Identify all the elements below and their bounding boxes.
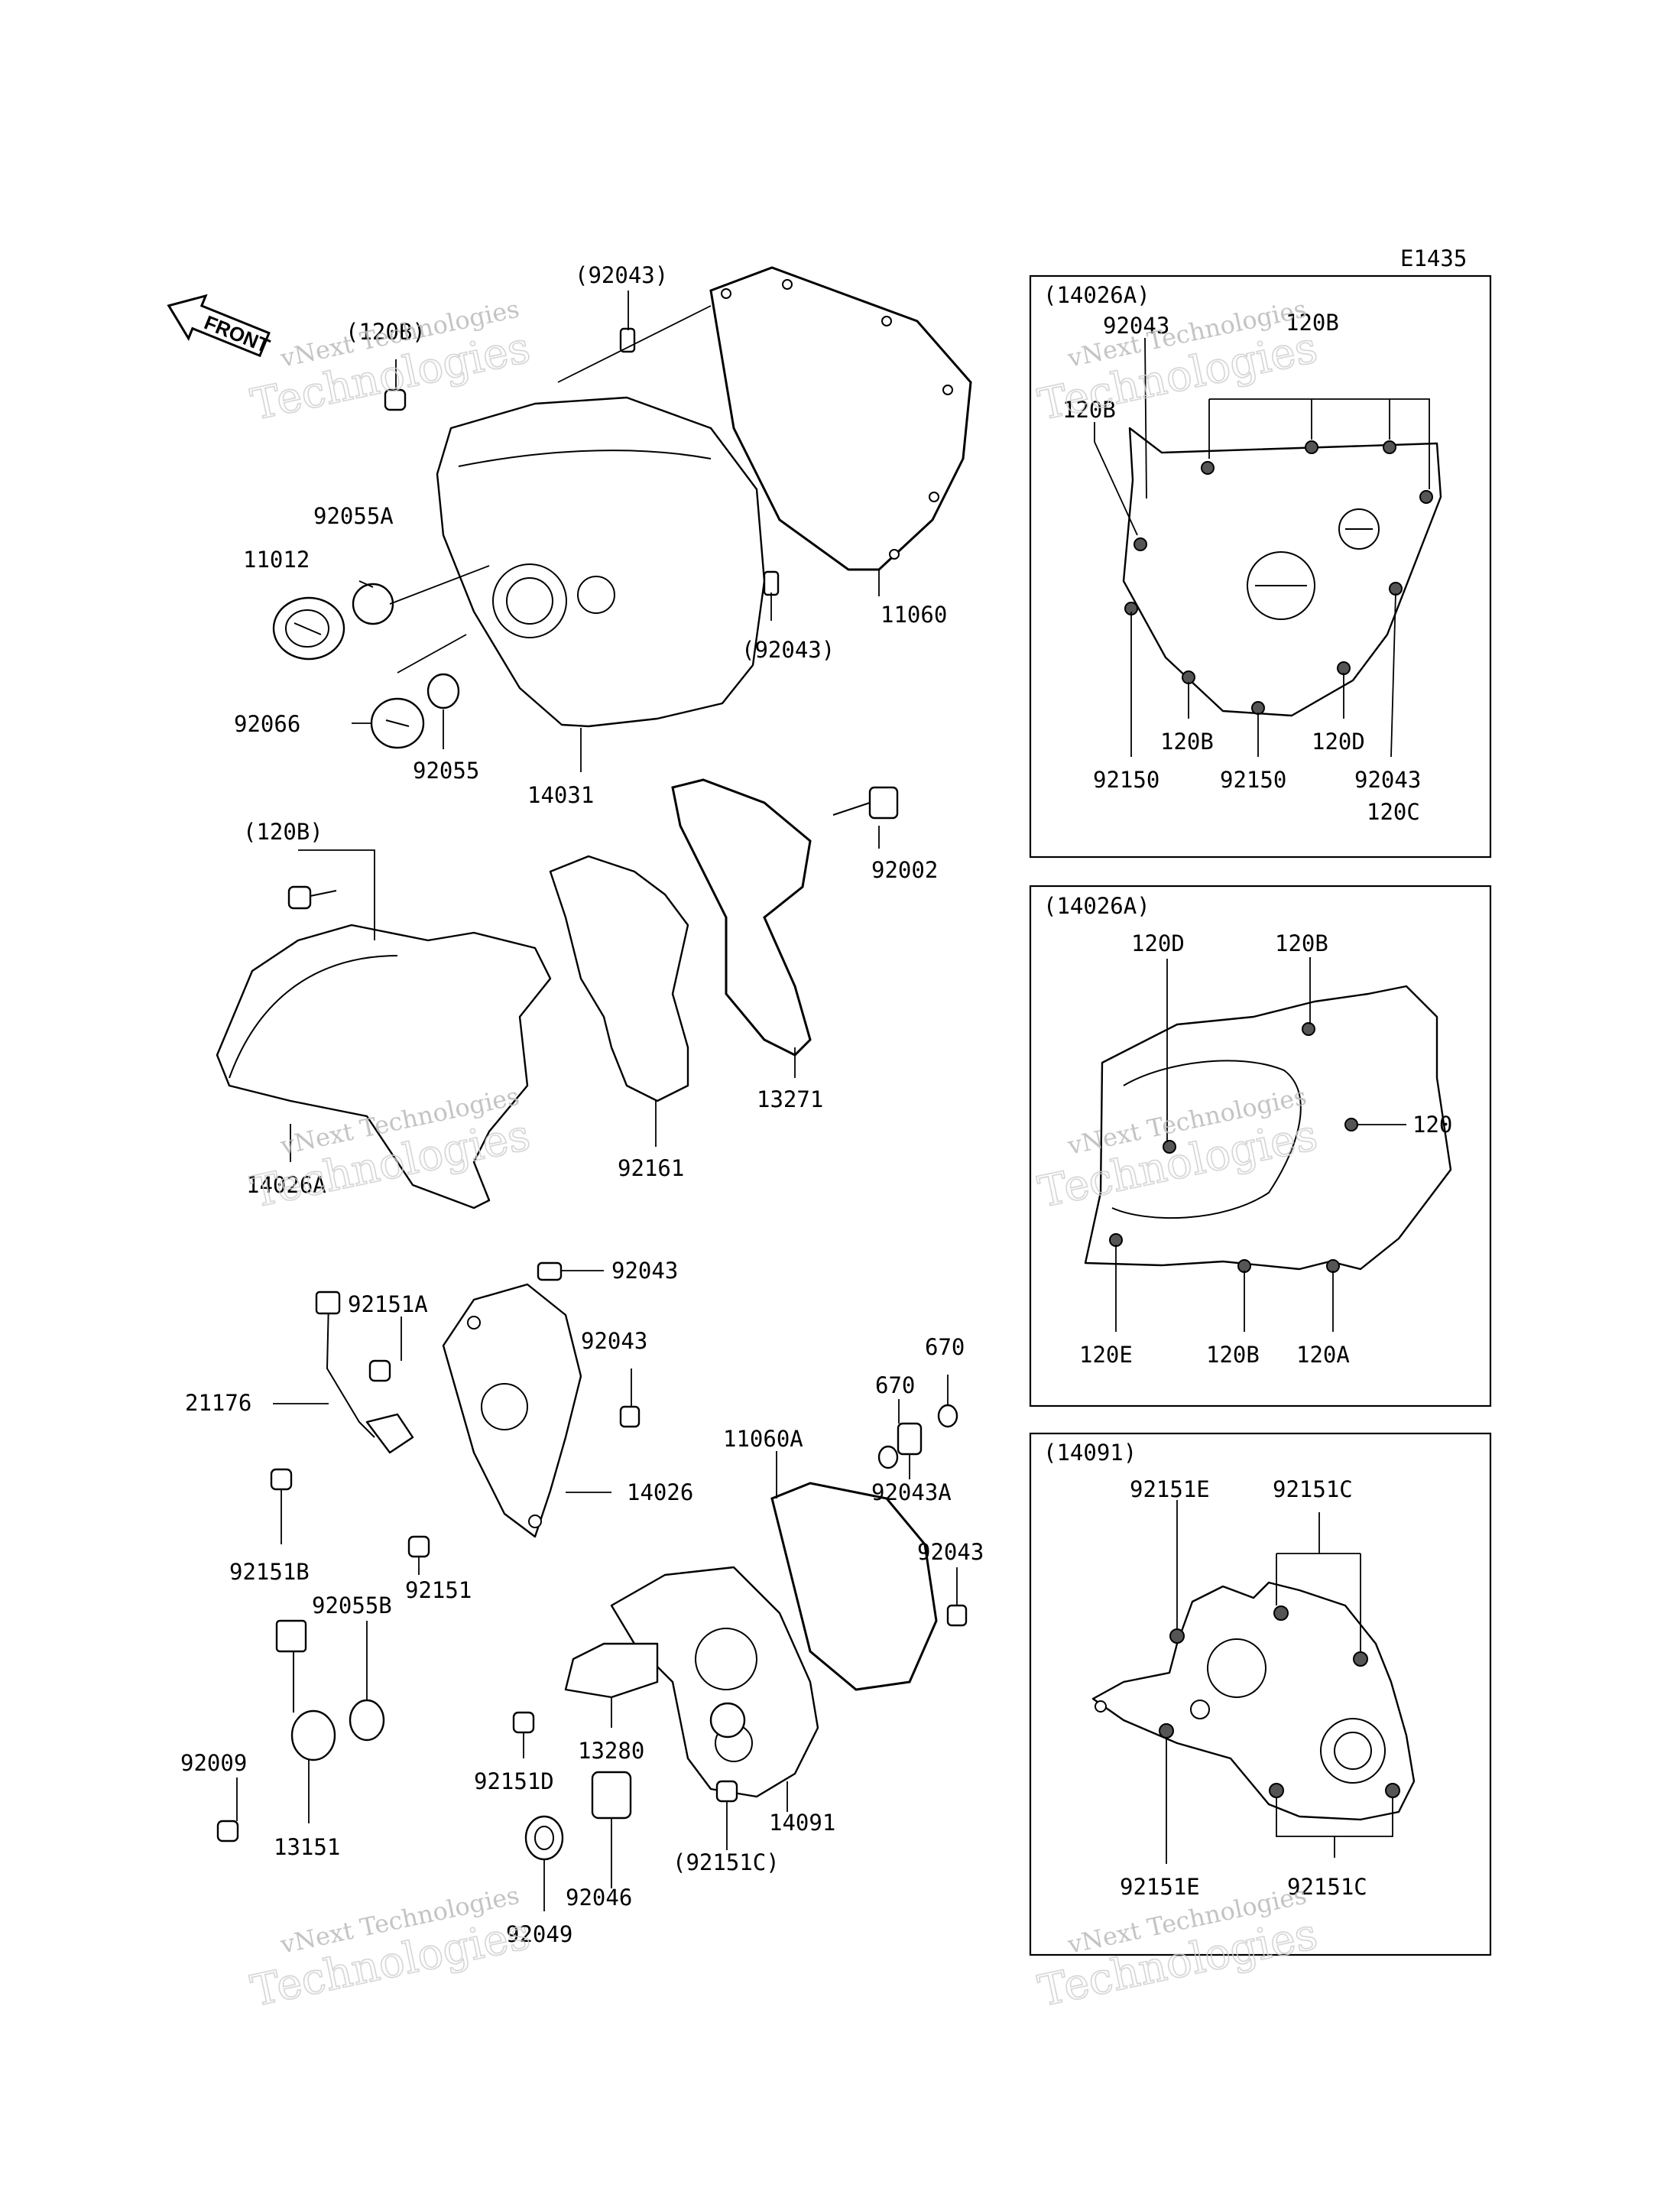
label: 670 — [875, 1372, 915, 1398]
gasket-11060a — [770, 1482, 938, 1691]
label: 92161 — [618, 1155, 684, 1181]
seal-housing-ring — [709, 1702, 746, 1739]
housing-detail-bottom — [1091, 1581, 1416, 1821]
panel-top-leaders — [1094, 337, 1430, 758]
label: 92151D — [474, 1768, 554, 1794]
sprocket-cover-detail-top — [1122, 427, 1442, 717]
plug-92066 — [370, 697, 425, 749]
bolt-120b-top — [384, 388, 407, 411]
panel-middle-leaders — [1115, 957, 1406, 1332]
label: 92151E — [1130, 1476, 1210, 1502]
cover-group-leaders — [352, 291, 880, 772]
label: 21176 — [185, 1390, 251, 1416]
label: 120D — [1131, 930, 1185, 956]
sprocket-group-leaders — [290, 826, 880, 1162]
panel-bottom-leaders — [1166, 1500, 1393, 1864]
label: 11012 — [243, 547, 310, 573]
label: 14026A — [246, 1172, 326, 1198]
switch-13151 — [275, 1619, 336, 1761]
label: 120A — [1296, 1342, 1350, 1368]
panel-middle-title: (14026A) — [1043, 893, 1150, 919]
o-ring-92055 — [426, 673, 460, 709]
label: 120B — [1275, 930, 1328, 956]
o-ring-92055a — [352, 583, 394, 625]
label: 92055 — [413, 758, 479, 784]
label: 120B — [1160, 729, 1214, 755]
label: 120B — [1206, 1342, 1260, 1368]
label: 14091 — [769, 1810, 835, 1836]
label: (120B) — [345, 319, 426, 345]
label: (92043) — [741, 637, 835, 663]
bolt-92002 — [832, 786, 899, 820]
bracket-92161 — [549, 855, 689, 1102]
label: 11060A — [723, 1426, 803, 1452]
label: 120 — [1412, 1112, 1452, 1138]
sprocket-cover-14026a — [216, 924, 552, 1209]
label: 92049 — [506, 1921, 572, 1947]
label: 92066 — [234, 711, 300, 737]
seal-92049 — [524, 1815, 564, 1861]
front-arrow-icon: FRONT — [167, 294, 273, 358]
o-ring-92055b — [349, 1699, 385, 1742]
clutch-cover-14031 — [436, 396, 766, 728]
front-arrow-label: FRONT — [201, 310, 273, 357]
label: 92055A — [313, 503, 394, 529]
label: 92151C — [1287, 1874, 1367, 1900]
label: 92151B — [229, 1559, 310, 1585]
label: 120B — [1286, 310, 1339, 336]
label: 13280 — [578, 1738, 644, 1764]
sprocket-cover-detail-middle — [1084, 985, 1452, 1273]
plate-13280 — [564, 1642, 659, 1699]
label: 92151A — [348, 1291, 428, 1317]
bolts-lower — [216, 1359, 738, 1842]
bolt-120b-mid — [287, 885, 337, 910]
label: 92009 — [180, 1750, 247, 1776]
label: 92043 — [581, 1328, 647, 1354]
label: 92043A — [871, 1479, 952, 1505]
panel-bottom-title: (14091) — [1043, 1440, 1137, 1466]
label: 92151C — [1273, 1476, 1353, 1502]
label: 14026 — [627, 1479, 693, 1505]
dowels-lower — [537, 1261, 968, 1627]
label: 92150 — [1093, 767, 1159, 793]
panel-14026a-middle — [1029, 885, 1492, 1407]
gasket-13271 — [671, 778, 812, 1057]
label: 11060 — [881, 602, 947, 628]
label: 92151E — [1120, 1874, 1200, 1900]
label: 92002 — [871, 857, 938, 883]
bearing-92046 — [591, 1771, 632, 1820]
label: 92043 — [1354, 767, 1421, 793]
label: 92151 — [405, 1577, 472, 1603]
label: 92150 — [1220, 767, 1286, 793]
panel-14091-bottom — [1029, 1432, 1492, 1956]
lower-group-leaders — [236, 1270, 958, 1911]
label: (120B) — [243, 819, 323, 845]
label: 120E — [1079, 1342, 1133, 1368]
label: 13271 — [757, 1086, 823, 1112]
bracket-14026 — [442, 1283, 582, 1538]
label: 670 — [925, 1334, 965, 1360]
label: 92043 — [611, 1258, 678, 1284]
label: 92043 — [917, 1539, 984, 1565]
label: 92046 — [566, 1885, 632, 1911]
label: (92043) — [575, 262, 668, 288]
gasket-11060 — [709, 266, 972, 571]
label: 120C — [1367, 799, 1420, 825]
clutch-housing-14091 — [610, 1566, 819, 1798]
diagram-code: E1435 — [1400, 245, 1467, 271]
label: (92151C) — [673, 1849, 780, 1875]
label: 120D — [1312, 729, 1365, 755]
label: 92043 — [1103, 313, 1169, 339]
label: 13151 — [274, 1834, 340, 1860]
label: 14031 — [527, 782, 594, 808]
sensor-21176 — [315, 1291, 414, 1454]
label: 92055B — [312, 1592, 392, 1618]
plug-11012 — [272, 596, 345, 661]
panel-14026a-top — [1029, 274, 1492, 859]
label: 120B — [1062, 397, 1116, 423]
panel-top-title: (14026A) — [1043, 282, 1150, 308]
sleeve-92043a — [877, 1404, 958, 1469]
